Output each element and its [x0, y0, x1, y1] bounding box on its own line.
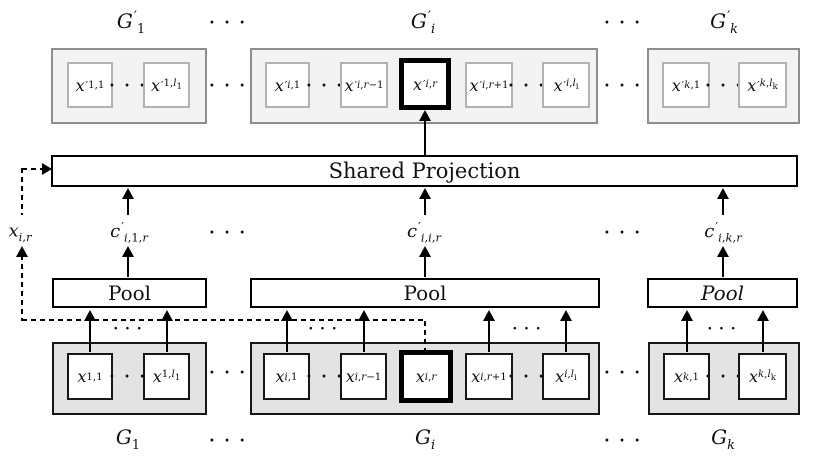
arrow-token-to-pool-head	[483, 310, 495, 321]
top-group-label-k: G′k	[710, 9, 738, 37]
arrow-pool-to-context	[424, 255, 426, 277]
arrow-token-to-pool-head	[281, 310, 293, 321]
top-token: x′k,1	[662, 62, 710, 108]
ellipsis: · · ·	[306, 366, 344, 386]
arrow-pool-to-context-head	[717, 246, 729, 257]
ellipsis: · · ·	[707, 321, 737, 337]
arrow-token-to-pool	[286, 319, 288, 352]
arrow-context-to-projection	[722, 197, 724, 215]
dashed-skip-line	[22, 319, 426, 321]
pool-label-1: Pool	[107, 281, 152, 305]
arrow-pool-to-context	[722, 255, 724, 277]
top-token: x′k,lk	[738, 62, 787, 108]
top-group-label-i: G′i	[410, 9, 436, 37]
ellipsis: · · ·	[209, 12, 247, 32]
ellipsis: · · ·	[109, 366, 147, 386]
top-token: x′i,li	[542, 62, 590, 108]
ellipsis: · · ·	[705, 366, 743, 386]
pool-label-i: Pool	[403, 281, 447, 305]
pool-label-k: Pool	[700, 281, 745, 305]
arrow-pool-to-context-head	[122, 246, 134, 257]
arrow-token-to-pool-head	[681, 310, 693, 321]
arrow-token-to-pool	[488, 319, 490, 352]
ellipsis: · · ·	[209, 75, 247, 95]
ellipsis: · · ·	[109, 75, 147, 95]
arrow-pool-to-context	[127, 255, 129, 277]
ellipsis: · · ·	[209, 362, 247, 382]
bottom-group-label-i: Gi	[414, 425, 436, 453]
ellipsis: · · ·	[512, 321, 542, 337]
shared-projection-label: Shared Projection	[328, 159, 521, 183]
arrow-token-to-pool	[89, 319, 91, 352]
ellipsis: · · ·	[604, 12, 642, 32]
arrow-token-to-pool-head	[84, 310, 96, 321]
ellipsis: · · ·	[508, 75, 546, 95]
bottom-group-label-1: G1	[115, 425, 141, 453]
arrow-token-to-pool-head	[358, 310, 370, 321]
arrow-context-to-projection	[424, 197, 426, 215]
arrow-context-to-projection-head	[717, 188, 729, 199]
top-token: x′1,1	[67, 62, 113, 108]
arrow-projection-to-token-head	[419, 110, 431, 121]
dashed-skip-line	[424, 321, 426, 352]
dashed-skip-line	[21, 168, 23, 215]
ellipsis: · · ·	[508, 366, 546, 386]
arrow-projection-to-token	[424, 119, 426, 155]
context-label-k: c′i,k,r	[704, 219, 742, 245]
top-group-label-1: G′1	[116, 9, 146, 37]
ellipsis: · · ·	[604, 75, 642, 95]
dashed-skip-line	[22, 168, 42, 170]
ellipsis: · · ·	[705, 75, 743, 95]
arrow-token-to-pool-head	[757, 310, 769, 321]
ellipsis: · · ·	[306, 75, 344, 95]
arrow-token-to-pool	[565, 319, 567, 352]
arrow-token-to-pool	[686, 319, 688, 352]
context-label-1: c′i,1,r	[110, 219, 148, 245]
ellipsis: · · ·	[604, 362, 642, 382]
arrow-context-to-projection-head	[122, 188, 134, 199]
highlighted-top-token: x′i,r	[399, 58, 451, 110]
pool-box-k: Pool	[647, 278, 798, 308]
pool-box-i: Pool	[250, 278, 600, 308]
top-token: x′i,1	[265, 62, 310, 108]
bottom-group-label-k: Gk	[711, 425, 735, 453]
arrow-token-to-pool-head	[161, 310, 173, 321]
dashed-skip-arrow-head	[42, 163, 52, 175]
top-token: x′1,l1	[143, 62, 190, 108]
dashed-skip-line	[21, 255, 23, 321]
top-token: x′i,r+1	[465, 62, 513, 108]
context-label-i: c′i,i,r	[406, 219, 442, 245]
ellipsis: · · ·	[209, 222, 247, 242]
ellipsis: · · ·	[113, 321, 143, 337]
pool-box-1: Pool	[52, 278, 207, 308]
ellipsis: · · ·	[604, 222, 642, 242]
top-token: x′i,r−1	[340, 62, 388, 108]
shared-projection-box: Shared Projection	[51, 155, 798, 187]
arrow-context-to-projection	[127, 197, 129, 215]
arrow-context-to-projection-head	[419, 188, 431, 199]
selected-input-label: xi,r	[8, 220, 32, 245]
arrow-token-to-pool	[363, 319, 365, 352]
ellipsis: · · ·	[209, 430, 247, 450]
ellipsis: · · ·	[604, 430, 642, 450]
ellipsis: · · ·	[308, 321, 338, 337]
arrow-token-to-pool	[166, 319, 168, 352]
arrow-pool-to-context-head	[419, 246, 431, 257]
dashed-skip-arrow-head	[16, 246, 28, 257]
arrow-token-to-pool-head	[560, 310, 572, 321]
arrow-token-to-pool	[762, 319, 764, 352]
